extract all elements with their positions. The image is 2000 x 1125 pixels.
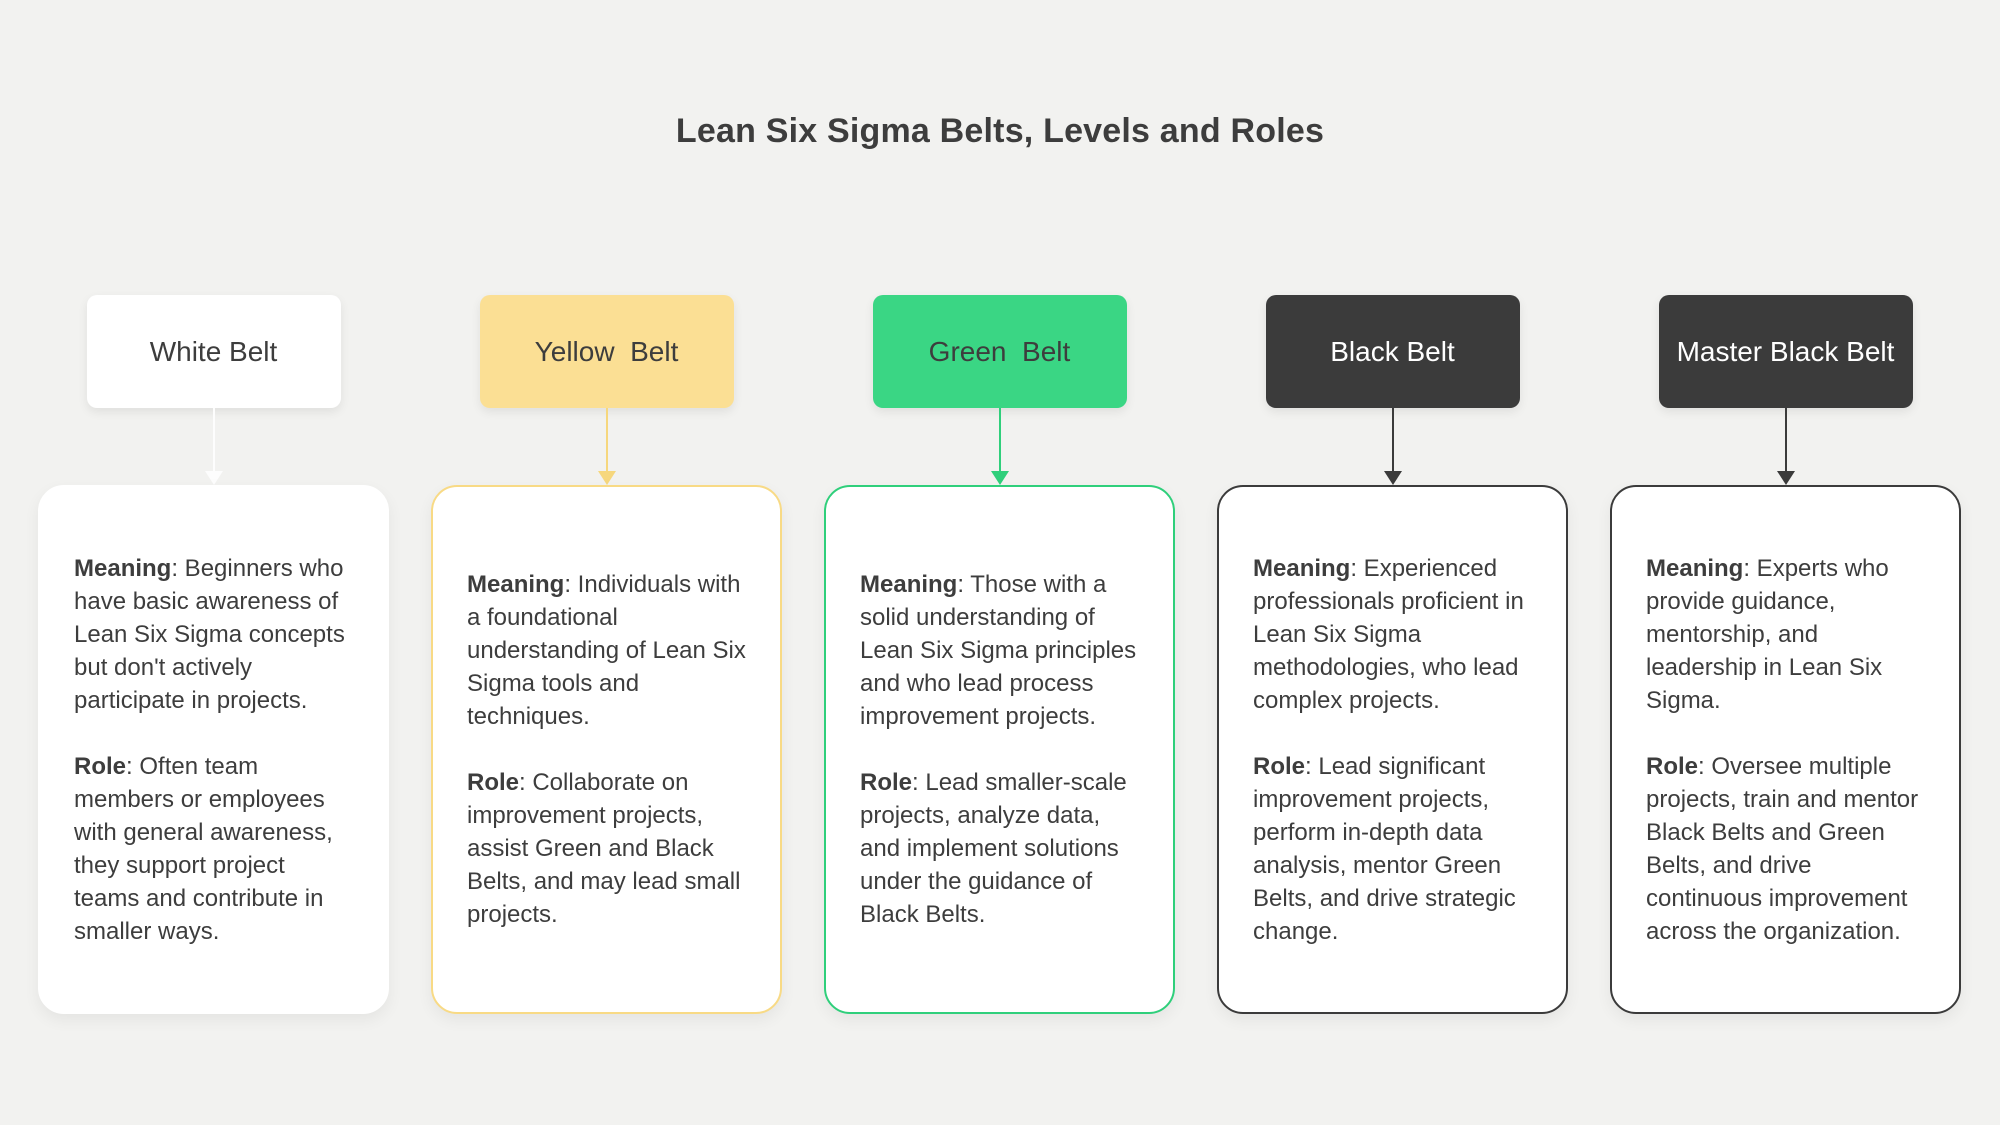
down-arrow-stem — [998, 408, 1001, 471]
meaning-paragraph: Meaning: Experienced professionals profi… — [1253, 552, 1532, 717]
down-arrow-stem — [1784, 408, 1787, 471]
master-black-belt-card: Meaning: Experts who provide guidance, m… — [1610, 485, 1961, 1014]
down-arrow-icon — [1776, 471, 1795, 485]
role-text: : Lead significant improvement projects,… — [1253, 752, 1516, 945]
belt-column-master-black: Master Black Belt Meaning: Experts who p… — [1610, 295, 1961, 1014]
green-belt-header-label: Green Belt — [928, 335, 1071, 367]
belt-column-green: Green Belt Meaning: Those with a solid u… — [824, 295, 1175, 1014]
down-arrow-stem — [605, 408, 608, 471]
role-label: Role — [74, 752, 127, 780]
meaning-text: : Experts who provide guidance, mentorsh… — [1646, 554, 1889, 714]
role-text: : Lead smaller-scale projects, analyze d… — [860, 769, 1127, 928]
role-label: Role — [860, 769, 913, 796]
meaning-text: : Those with a solid understanding of Le… — [860, 571, 1137, 730]
belt-column-yellow: Yellow Belt Meaning: Individuals with a … — [431, 295, 782, 1014]
meaning-text: : Individuals with a foundational unders… — [467, 571, 746, 730]
black-belt-header: Black Belt — [1265, 295, 1520, 408]
meaning-text: : Beginners who have basic awareness of … — [74, 554, 345, 714]
meaning-label: Meaning — [74, 554, 172, 582]
meaning-paragraph: Meaning: Individuals with a foundational… — [467, 568, 746, 733]
role-paragraph: Role: Collaborate on improvement project… — [467, 766, 746, 931]
down-arrow-icon — [204, 471, 223, 485]
green-belt-card: Meaning: Those with a solid understandin… — [824, 485, 1175, 1014]
down-arrow-stem — [212, 408, 215, 471]
role-paragraph: Role: Lead smaller-scale projects, analy… — [860, 766, 1139, 931]
black-belt-card: Meaning: Experienced professionals profi… — [1217, 485, 1568, 1014]
role-label: Role — [1646, 752, 1699, 780]
belt-column-white: White Belt Meaning: Beginners who have b… — [38, 295, 389, 1014]
belt-column-black: Black Belt Meaning: Experienced professi… — [1217, 295, 1568, 1014]
meaning-paragraph: Meaning: Experts who provide guidance, m… — [1646, 552, 1925, 717]
meaning-text: : Experienced professionals proficient i… — [1253, 554, 1524, 714]
meaning-label: Meaning — [1253, 554, 1351, 582]
down-arrow — [597, 408, 616, 485]
role-label: Role — [1253, 752, 1306, 780]
black-belt-header-label: Black Belt — [1330, 335, 1455, 367]
green-belt-header: Green Belt — [872, 295, 1127, 408]
meaning-paragraph: Meaning: Beginners who have basic awaren… — [74, 552, 353, 717]
role-label: Role — [467, 769, 520, 796]
down-arrow — [990, 408, 1009, 485]
yellow-belt-header-label: Yellow Belt — [534, 335, 679, 367]
down-arrow-icon — [1383, 471, 1402, 485]
yellow-belt-card: Meaning: Individuals with a foundational… — [431, 485, 782, 1014]
white-belt-header-label: White Belt — [149, 335, 278, 367]
down-arrow — [204, 408, 223, 485]
master-black-belt-header: Master Black Belt — [1658, 295, 1913, 408]
white-belt-card: Meaning: Beginners who have basic awaren… — [38, 485, 389, 1014]
down-arrow-stem — [1391, 408, 1394, 471]
page-title: Lean Six Sigma Belts, Levels and Roles — [675, 112, 1325, 150]
down-arrow — [1776, 408, 1795, 485]
role-paragraph: Role: Oversee multiple projects, train a… — [1646, 750, 1925, 948]
meaning-paragraph: Meaning: Those with a solid understandin… — [860, 568, 1139, 733]
meaning-label: Meaning — [1646, 554, 1744, 582]
down-arrow-icon — [597, 471, 616, 485]
meaning-label: Meaning — [860, 571, 958, 598]
yellow-belt-header: Yellow Belt — [479, 295, 734, 408]
white-belt-header: White Belt — [86, 295, 341, 408]
down-arrow — [1383, 408, 1402, 485]
belts-diagram: White Belt Meaning: Beginners who have b… — [38, 295, 1961, 1014]
role-text: : Often team members or employees with g… — [74, 752, 333, 945]
role-paragraph: Role: Often team members or employees wi… — [74, 750, 353, 948]
role-text: : Collaborate on improvement projects, a… — [467, 769, 741, 928]
role-text: : Oversee multiple projects, train and m… — [1646, 752, 1919, 945]
master-black-belt-header-label: Master Black Belt — [1676, 335, 1895, 367]
role-paragraph: Role: Lead significant improvement proje… — [1253, 750, 1532, 948]
down-arrow-icon — [990, 471, 1009, 485]
meaning-label: Meaning — [467, 571, 565, 598]
